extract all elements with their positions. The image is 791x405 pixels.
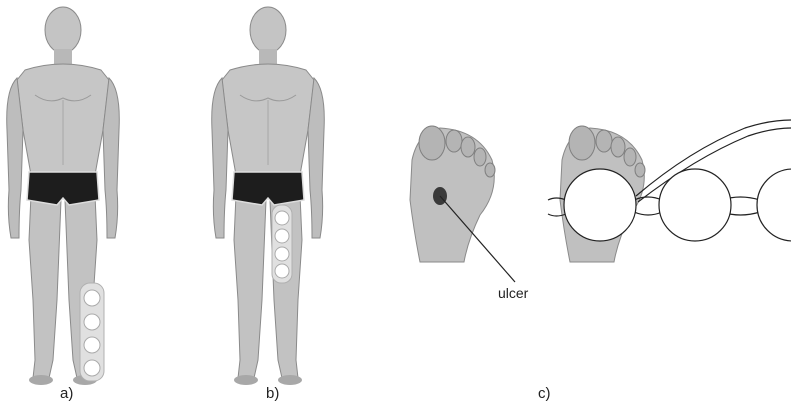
electrode (84, 314, 100, 330)
electrode (275, 229, 289, 243)
electrode (84, 337, 100, 353)
electrode (275, 211, 289, 225)
electrode (275, 264, 289, 278)
ulcer-label: ulcer (498, 285, 528, 301)
panel-a-label: a) (60, 385, 73, 402)
electrode (275, 247, 289, 261)
electrode (84, 360, 100, 376)
electrode-pad (659, 169, 731, 241)
electrode-strip-thigh (272, 205, 292, 283)
body-figure-b (212, 7, 325, 385)
electrode (84, 290, 100, 306)
panel-c-label: c) (538, 385, 551, 402)
electrode-pad (757, 169, 791, 241)
electrode-pad (564, 169, 636, 241)
electrode-strip-lower-leg (80, 283, 104, 381)
panel-b-label: b) (266, 385, 279, 402)
foot-sole-with-ulcer (410, 126, 515, 282)
